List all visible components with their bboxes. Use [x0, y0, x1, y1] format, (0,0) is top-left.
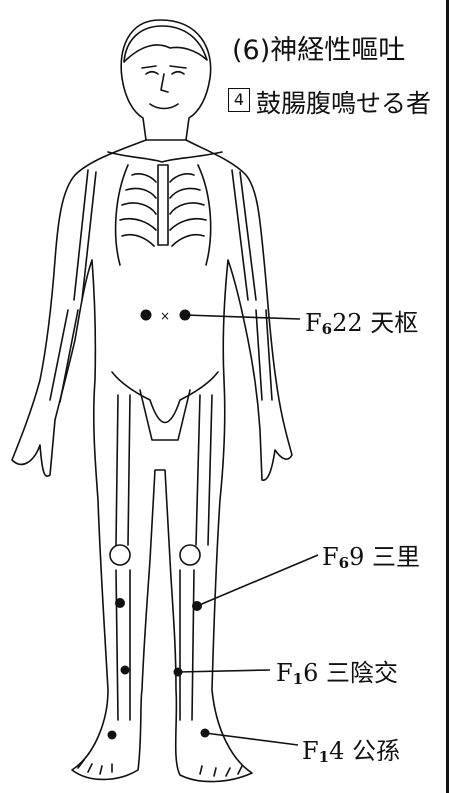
leader-line-saninkou [178, 670, 270, 672]
point-dot-tensu-left [141, 310, 152, 321]
body-outline [12, 140, 292, 782]
right-humerus [232, 170, 256, 300]
leader-line-koson [205, 733, 298, 745]
left-tibia [116, 570, 130, 720]
point-label-koson: F14 公孫 [302, 731, 400, 766]
right-femur [196, 395, 212, 545]
navel-mark: × [160, 309, 170, 323]
pelvis [112, 372, 218, 440]
point-dot-saninkou-left [121, 666, 130, 675]
point-dot-sanri-left [115, 598, 125, 608]
point-label-sanri: F69 三里 [322, 537, 420, 572]
point-dot-koson-left [108, 731, 117, 740]
left-femur [116, 395, 130, 545]
right-tibia [180, 570, 194, 720]
point-label-tensu: F622 天枢 [305, 303, 418, 338]
point-label-saninkou: F16 三陰交 [276, 653, 398, 688]
head-outline [121, 20, 210, 140]
ribcage [116, 165, 211, 265]
left-forearm [50, 310, 78, 402]
